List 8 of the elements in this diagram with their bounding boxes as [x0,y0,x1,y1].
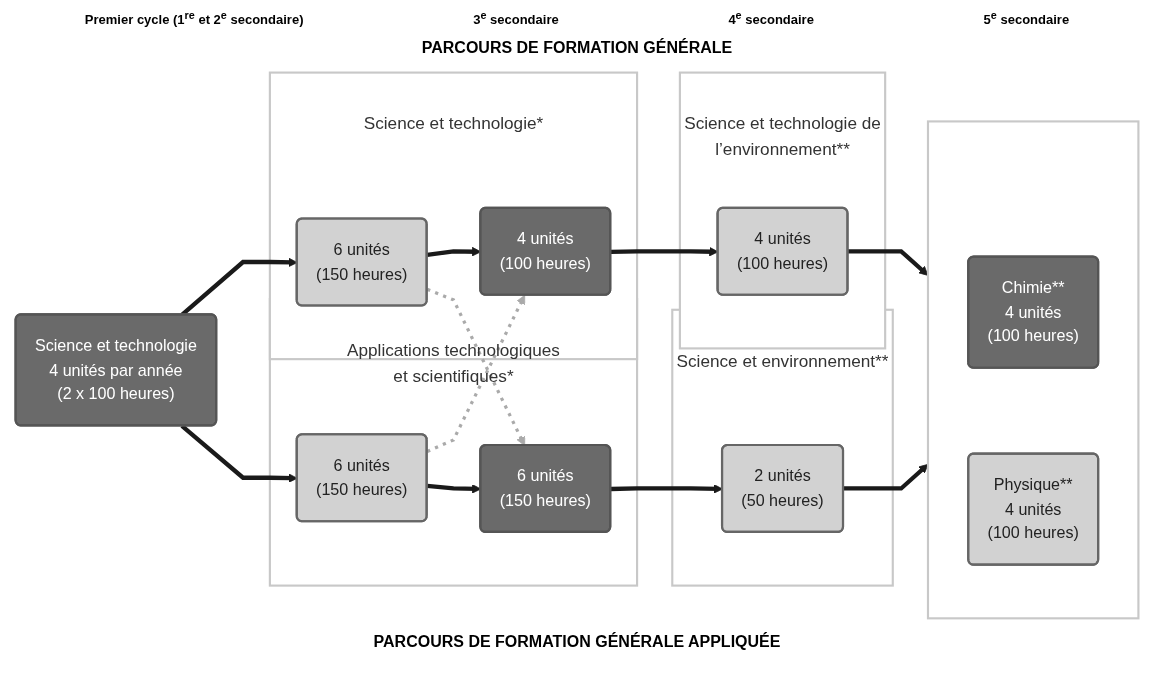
pathway-heading: PARCOURS DE FORMATION GÉNÉRALE APPLIQUÉE [372,631,782,652]
pathway-heading: PARCOURS DE FORMATION GÉNÉRALE [420,37,734,58]
column-heading: Premier cycle (1$^{re}$ et 2$^{e}$ secondaire) [84,8,304,28]
cluster [926,119,1140,619]
arrow [610,483,723,494]
column-heading: 5$^{e}$ secondaire [983,8,1070,28]
column-heading: 4$^{e}$ secondaire [728,8,814,28]
column-heading: 3$^{e}$ secondaire [473,8,559,28]
